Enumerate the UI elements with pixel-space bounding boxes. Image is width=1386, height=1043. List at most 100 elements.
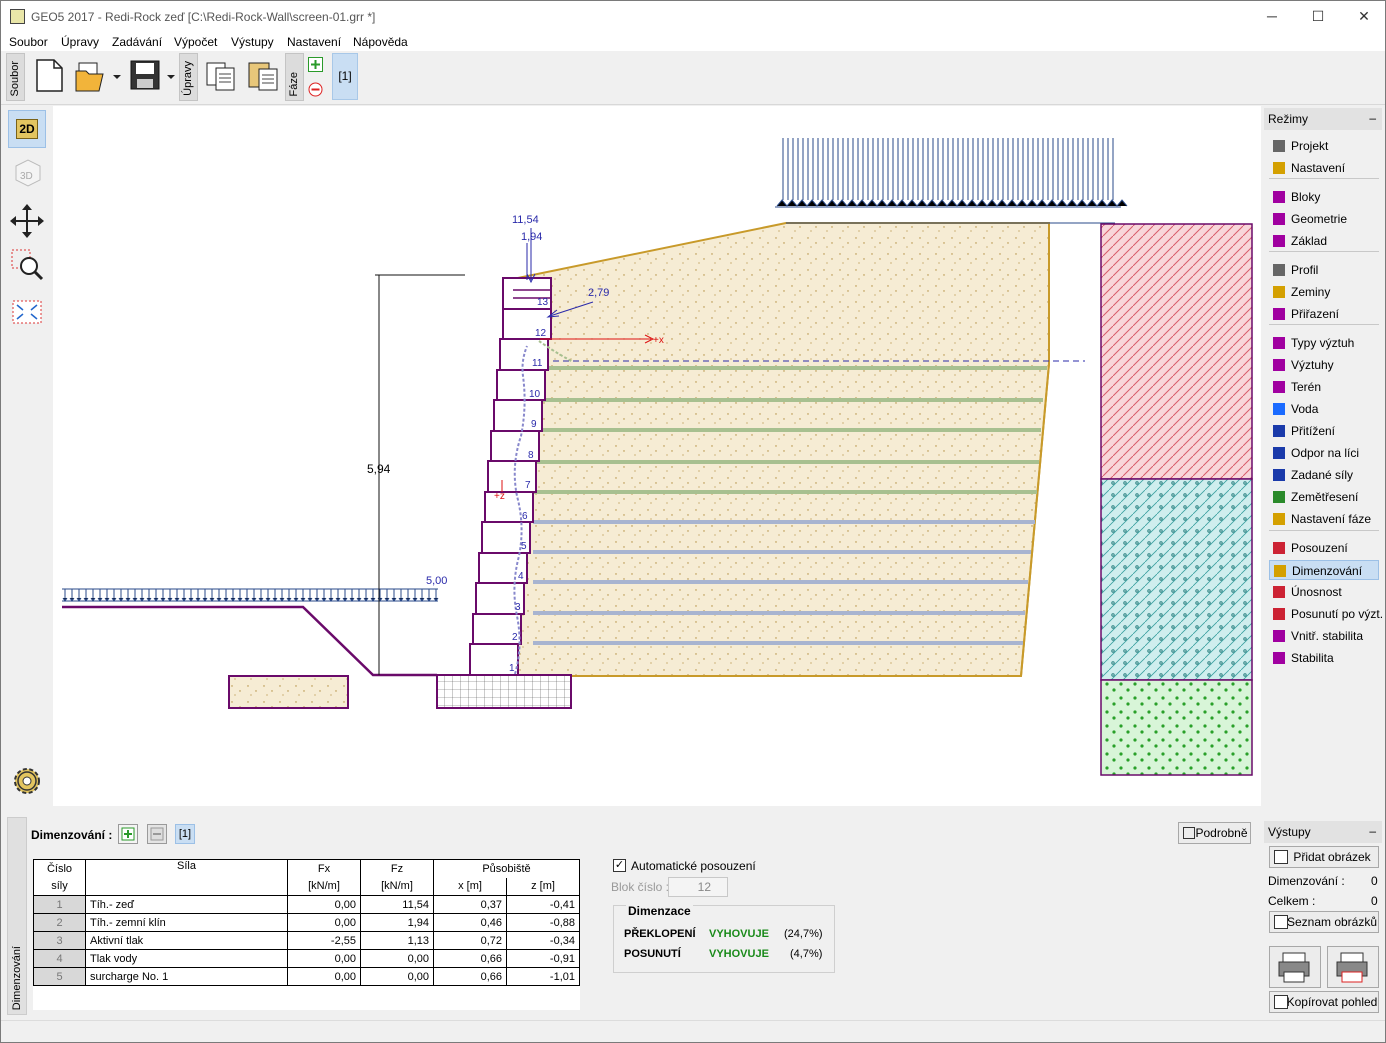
mode-item-21[interactable]: Posunutí po výzt.	[1269, 604, 1383, 624]
tab-phase[interactable]: Fáze	[285, 53, 304, 101]
cell-fz: 11,54	[360, 895, 434, 914]
mode-separator	[1269, 530, 1379, 531]
mode-item-22[interactable]: Vnitř. stabilita	[1269, 626, 1379, 646]
mode-item-17[interactable]: Nastavení fáze	[1269, 509, 1379, 529]
mode-item-9[interactable]: Typy výztuh	[1269, 333, 1379, 353]
close-button[interactable]: ✕	[1358, 8, 1370, 24]
new-file-icon[interactable]	[31, 57, 67, 93]
menu-input[interactable]: Zadávání	[112, 35, 163, 49]
tab-edit[interactable]: Úpravy	[179, 53, 198, 101]
cell-z: -0,41	[506, 895, 580, 914]
mode-item-4[interactable]: Geometrie	[1269, 209, 1379, 229]
minimize-button[interactable]: ─	[1267, 8, 1277, 24]
front-surcharge: 5,00	[62, 575, 447, 602]
image-list-icon	[1274, 915, 1288, 929]
cell-fx: 0,00	[287, 967, 361, 986]
mode-item-label: Stabilita	[1291, 651, 1334, 665]
bottom-label: Dimenzování :	[31, 828, 113, 842]
outputs-minimize-button[interactable]: –	[1369, 824, 1376, 838]
mode-item-icon	[1273, 403, 1285, 415]
outputs-header: Výstupy –	[1264, 821, 1382, 843]
remove-phase-icon[interactable]	[308, 82, 323, 97]
menu-settings[interactable]: Nastavení	[287, 35, 342, 49]
col-fz-unit: [kN/m]	[360, 877, 434, 896]
menu-edit[interactable]: Úpravy	[61, 35, 100, 49]
copy-view-button[interactable]: Kopírovat pohled	[1269, 991, 1379, 1013]
mode-item-6[interactable]: Profil	[1269, 260, 1379, 280]
mode-item-7[interactable]: Zeminy	[1269, 282, 1379, 302]
phase-selector[interactable]: [1]	[332, 53, 358, 100]
copy-data-icon[interactable]	[203, 57, 239, 93]
cell-fx: 0,00	[287, 913, 361, 932]
menu-calc[interactable]: Výpočet	[174, 35, 218, 49]
mode-item-icon	[1273, 286, 1285, 298]
view-2d-label: 2D	[16, 119, 38, 139]
auto-check-checkbox[interactable]: ✓	[613, 859, 626, 872]
bottom-phase-button[interactable]: [1]	[175, 824, 195, 844]
view-2d-button[interactable]: 2D	[8, 110, 46, 148]
menu-file[interactable]: Soubor	[9, 35, 48, 49]
mode-item-icon	[1273, 162, 1285, 174]
mode-item-18[interactable]: Posouzení	[1269, 538, 1379, 558]
menu-outputs[interactable]: Výstupy	[231, 35, 274, 49]
fit-view-icon[interactable]	[8, 294, 46, 332]
outputs-total-label: Celkem :	[1268, 894, 1316, 908]
add-row-icon[interactable]	[118, 824, 138, 844]
remove-row-icon[interactable]	[147, 824, 167, 844]
drawing-canvas[interactable]: 1 2 3 4 5 6 7 8 9 10 11 12 13	[53, 106, 1261, 806]
mode-item-16[interactable]: Zemětřesení	[1269, 487, 1379, 507]
sliding-percent: (4,7%)	[790, 948, 823, 960]
tab-file[interactable]: Soubor	[6, 53, 25, 101]
mode-item-10[interactable]: Výztuhy	[1269, 355, 1379, 375]
menu-help[interactable]: Nápověda	[353, 35, 408, 49]
mode-item-20[interactable]: Únosnost	[1269, 582, 1379, 602]
mode-item-12[interactable]: Voda	[1269, 399, 1379, 419]
mode-item-19[interactable]: Dimenzování	[1269, 560, 1379, 580]
image-list-button[interactable]: Seznam obrázků	[1269, 911, 1379, 933]
add-image-button[interactable]: Přidat obrázek	[1269, 846, 1379, 868]
maximize-button[interactable]: ☐	[1311, 8, 1325, 24]
print-button[interactable]	[1269, 946, 1321, 988]
move-icon[interactable]	[8, 202, 46, 240]
mode-item-14[interactable]: Odpor na líci	[1269, 443, 1379, 463]
cell-name: Tíh.- zemní klín	[85, 913, 288, 932]
print-preview-button[interactable]	[1327, 946, 1379, 988]
cell-no: 3	[33, 931, 86, 950]
mode-item-13[interactable]: Přitížení	[1269, 421, 1379, 441]
zoom-icon[interactable]	[8, 246, 46, 284]
mode-item-label: Vnitř. stabilita	[1291, 629, 1364, 643]
mode-item-2[interactable]: Nastavení	[1269, 158, 1379, 178]
save-dropdown-icon[interactable]	[165, 57, 177, 93]
add-phase-icon[interactable]	[308, 57, 323, 72]
mode-item-23[interactable]: Stabilita	[1269, 648, 1379, 668]
mode-item-label: Voda	[1291, 402, 1319, 416]
block-number-input[interactable]: 12	[668, 877, 728, 897]
mode-item-3[interactable]: Bloky	[1269, 187, 1379, 207]
mode-item-11[interactable]: Terén	[1269, 377, 1379, 397]
outputs-title: Výstupy	[1268, 825, 1311, 839]
save-file-icon[interactable]	[127, 57, 163, 93]
details-button[interactable]: Podrobně	[1178, 822, 1251, 844]
mode-item-5[interactable]: Základ	[1269, 231, 1379, 251]
front-terrain	[62, 605, 437, 677]
mode-item-1[interactable]: Projekt	[1269, 136, 1379, 156]
force-label-2: 1,94	[521, 231, 542, 243]
open-dropdown-icon[interactable]	[111, 57, 123, 93]
mode-item-8[interactable]: Přiřazení	[1269, 304, 1379, 324]
view-3d-button[interactable]: 3D	[8, 154, 46, 192]
title-bar: GEO5 2017 - Redi-Rock zeď [C:\Redi-Rock-…	[1, 1, 1385, 32]
settings-gear-icon[interactable]	[8, 762, 46, 800]
sliding-label: POSUNUTÍ	[624, 948, 681, 960]
paste-data-icon[interactable]	[245, 57, 281, 93]
modes-minimize-button[interactable]: –	[1369, 111, 1376, 125]
cell-x: 0,66	[433, 967, 507, 986]
mode-item-15[interactable]: Zadané síly	[1269, 465, 1379, 485]
cell-z: -0,34	[506, 931, 580, 950]
open-file-icon[interactable]	[73, 57, 109, 93]
